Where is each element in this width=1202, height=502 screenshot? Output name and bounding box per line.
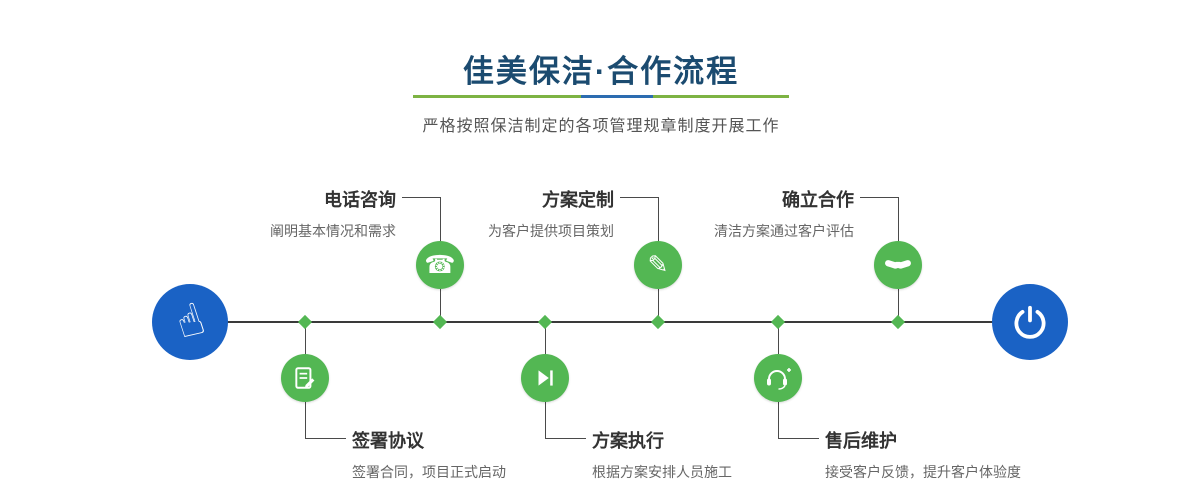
underline-green-segment <box>653 95 789 98</box>
step-label: 方案定制 为客户提供项目策划 <box>400 186 620 241</box>
timeline-diamond <box>770 314 786 330</box>
connector-elbow <box>620 197 659 242</box>
step-label: 售后维护 接受客户反馈，提升客户体验度 <box>825 427 1105 482</box>
timeline-diamond <box>650 314 666 330</box>
step-label: 电话咨询 阐明基本情况和需求 <box>182 186 402 241</box>
connector-stem <box>545 324 546 354</box>
connector-stem <box>898 289 899 318</box>
headset-icon <box>764 366 792 390</box>
connector-elbow <box>402 197 441 242</box>
step-label: 确立合作 清洁方案通过客户评估 <box>640 186 860 241</box>
step-desc: 根据方案安排人员施工 <box>592 464 732 480</box>
step-title: 方案定制 <box>542 190 614 210</box>
step-title: 签署协议 <box>352 431 424 451</box>
power-icon <box>1011 303 1049 341</box>
title-underline <box>413 95 789 98</box>
step-node-execute <box>521 354 569 402</box>
underline-green-segment <box>413 95 581 98</box>
step-title: 确立合作 <box>782 190 854 210</box>
connector-stem <box>305 324 306 354</box>
page-title: 佳美保洁·合作流程 <box>462 54 740 89</box>
timeline-diamond <box>537 314 553 330</box>
timeline-line <box>190 321 1030 323</box>
step-title: 售后维护 <box>825 431 897 451</box>
connector-elbow <box>860 197 899 242</box>
connector-elbow <box>778 402 819 439</box>
timeline-diamond <box>297 314 313 330</box>
step-node-aftersales <box>754 354 802 402</box>
step-desc: 阐明基本情况和需求 <box>270 223 396 239</box>
page-subtitle: 严格按照保洁制定的各项管理规章制度开展工作 <box>422 118 780 135</box>
pencil-tools-icon: ✎ <box>647 250 669 279</box>
timeline-diamond <box>432 314 448 330</box>
step-desc: 接受客户反馈，提升客户体验度 <box>825 464 1021 480</box>
handshake-icon <box>883 250 913 280</box>
step-node-cooperation <box>874 241 922 289</box>
step-title: 电话咨询 <box>324 190 396 210</box>
connector-stem <box>778 324 779 354</box>
step-desc: 为客户提供项目策划 <box>488 223 614 239</box>
step-desc: 签署合同，项目正式启动 <box>352 464 506 480</box>
connector-stem <box>440 289 441 318</box>
step-title: 方案执行 <box>592 431 664 451</box>
step-node-plan: ✎ <box>634 241 682 289</box>
end-endpoint <box>992 284 1068 360</box>
connector-elbow <box>305 402 346 439</box>
step-node-contract <box>281 354 329 402</box>
step-desc: 清洁方案通过客户评估 <box>714 223 854 239</box>
underline-blue-segment <box>581 95 653 98</box>
timeline-diamond <box>890 314 906 330</box>
phone-icon: ☎ <box>424 250 456 279</box>
pointing-hand-icon: ☝ <box>169 294 211 349</box>
connector-stem <box>658 289 659 318</box>
connector-elbow <box>545 402 586 439</box>
step-label: 签署协议 签署合同，项目正式启动 <box>352 427 632 482</box>
step-node-phone: ☎ <box>416 241 464 289</box>
play-next-icon <box>532 365 558 391</box>
contract-icon <box>292 365 318 391</box>
start-endpoint: ☝ <box>152 284 228 360</box>
step-label: 方案执行 根据方案安排人员施工 <box>592 427 872 482</box>
